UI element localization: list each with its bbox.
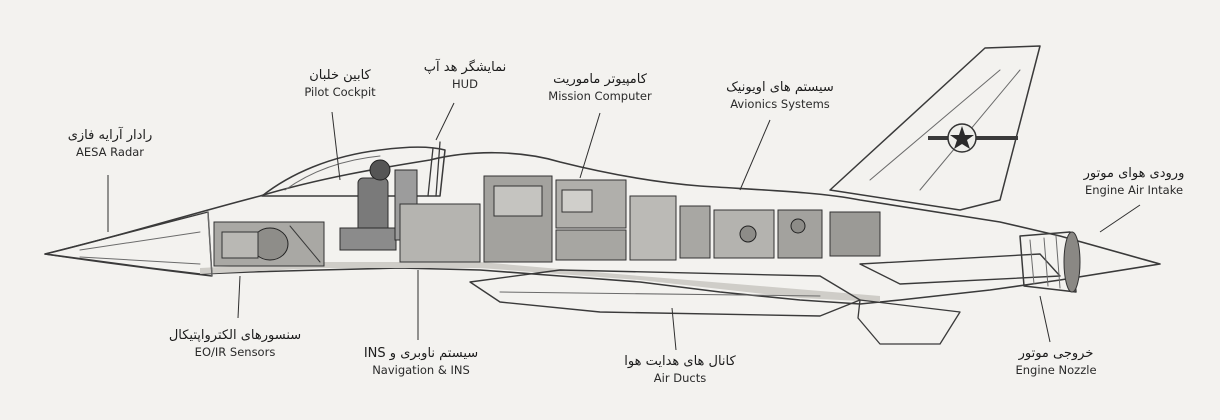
- label-navigation-ins: سیستم ناوبری و INS Navigation & INS: [346, 346, 496, 378]
- label-fa: کابین خلبان: [309, 68, 371, 83]
- label-hud: نمایشگر هد آپ HUD: [410, 60, 520, 92]
- label-en: Navigation & INS: [372, 362, 470, 377]
- engine-nozzle: [1019, 231, 1081, 293]
- label-en: EO/IR Sensors: [194, 344, 276, 359]
- label-pilot-cockpit: کابین خلبان Pilot Cockpit: [280, 68, 400, 100]
- label-en: Engine Nozzle: [1015, 362, 1097, 377]
- avionics-bays: [399, 175, 881, 263]
- label-en: Engine Air Intake: [1084, 182, 1184, 197]
- label-fa: سیستم ناوبری و INS: [363, 346, 479, 361]
- label-eo-ir-sensors: سنسورهای الکترواپتیکال EO/IR Sensors: [150, 328, 320, 360]
- label-fa: کامپیوتر ماموریت: [553, 72, 647, 87]
- label-en: Air Ducts: [653, 370, 707, 385]
- label-en: Pilot Cockpit: [304, 84, 376, 99]
- label-en: Mission Computer: [548, 88, 652, 103]
- label-fa: کانال های هدایت هوا: [624, 354, 736, 369]
- label-air-ducts: کانال های هدایت هوا Air Ducts: [610, 354, 750, 386]
- nose-equipment-bay: [213, 221, 325, 267]
- label-engine-nozzle: خروجی موتور Engine Nozzle: [996, 346, 1116, 378]
- label-avionics-systems: سیستم های اویونیک Avionics Systems: [700, 80, 860, 112]
- label-fa: سیستم های اویونیک: [726, 80, 834, 95]
- leader-lines: [107, 102, 1141, 351]
- canopy: [261, 141, 446, 197]
- label-fa: رادار آرایه فازی: [67, 128, 153, 143]
- label-mission-computer: کامپیوتر ماموریت Mission Computer: [530, 72, 670, 104]
- label-en: AESA Radar: [75, 144, 145, 159]
- label-engine-air-intake: ورودی هوای موتور Engine Air Intake: [1064, 166, 1204, 198]
- label-fa: خروجی موتور: [1018, 346, 1094, 361]
- star-insignia-icon: [928, 123, 1018, 153]
- label-aesa-radar: رادار آرایه فازی AESA Radar: [40, 128, 180, 160]
- air-duct-and-wing: [469, 269, 961, 345]
- label-en: Avionics Systems: [730, 96, 830, 111]
- label-fa: نمایشگر هد آپ: [423, 60, 507, 75]
- horizontal-stabilizer: [859, 253, 1061, 285]
- label-en: HUD: [452, 76, 478, 91]
- label-fa: سنسورهای الکترواپتیکال: [168, 328, 302, 343]
- vertical-tail: [829, 45, 1041, 211]
- label-fa: ورودی هوای موتور: [1083, 166, 1185, 181]
